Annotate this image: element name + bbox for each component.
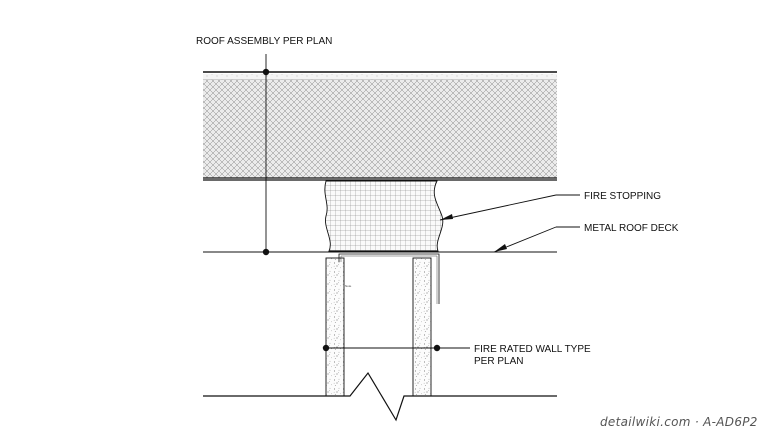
- metal-roof-deck-label: METAL ROOF DECK: [584, 223, 679, 234]
- leader-fire-rated-wall: [322, 344, 470, 352]
- fire-stopping-infill: [324, 180, 444, 252]
- small-note-text: Note: [345, 284, 352, 288]
- right-stud: [412, 257, 432, 397]
- break-line: [203, 371, 557, 422]
- roof-assembly-label: ROOF ASSEMBLY PER PLAN: [196, 36, 332, 47]
- roof-assembly: [203, 71, 557, 181]
- fire-rated-wall-label-line1: FIRE RATED WALL TYPE: [474, 344, 591, 355]
- fire-rated-wall-label-line2: PER PLAN: [474, 356, 523, 367]
- leader-metal-roof-deck: [493, 226, 580, 253]
- leader-fire-stopping: [439, 194, 580, 221]
- leader-roof-assembly: [262, 54, 270, 256]
- top-track: [338, 253, 440, 304]
- fire-rated-wall: Note: [325, 253, 440, 397]
- watermark: detailwiki.com · A-AD6P2: [600, 415, 758, 429]
- roof-insulation: [203, 80, 557, 178]
- left-stud: [325, 257, 345, 397]
- fire-stopping-label: FIRE STOPPING: [584, 191, 661, 202]
